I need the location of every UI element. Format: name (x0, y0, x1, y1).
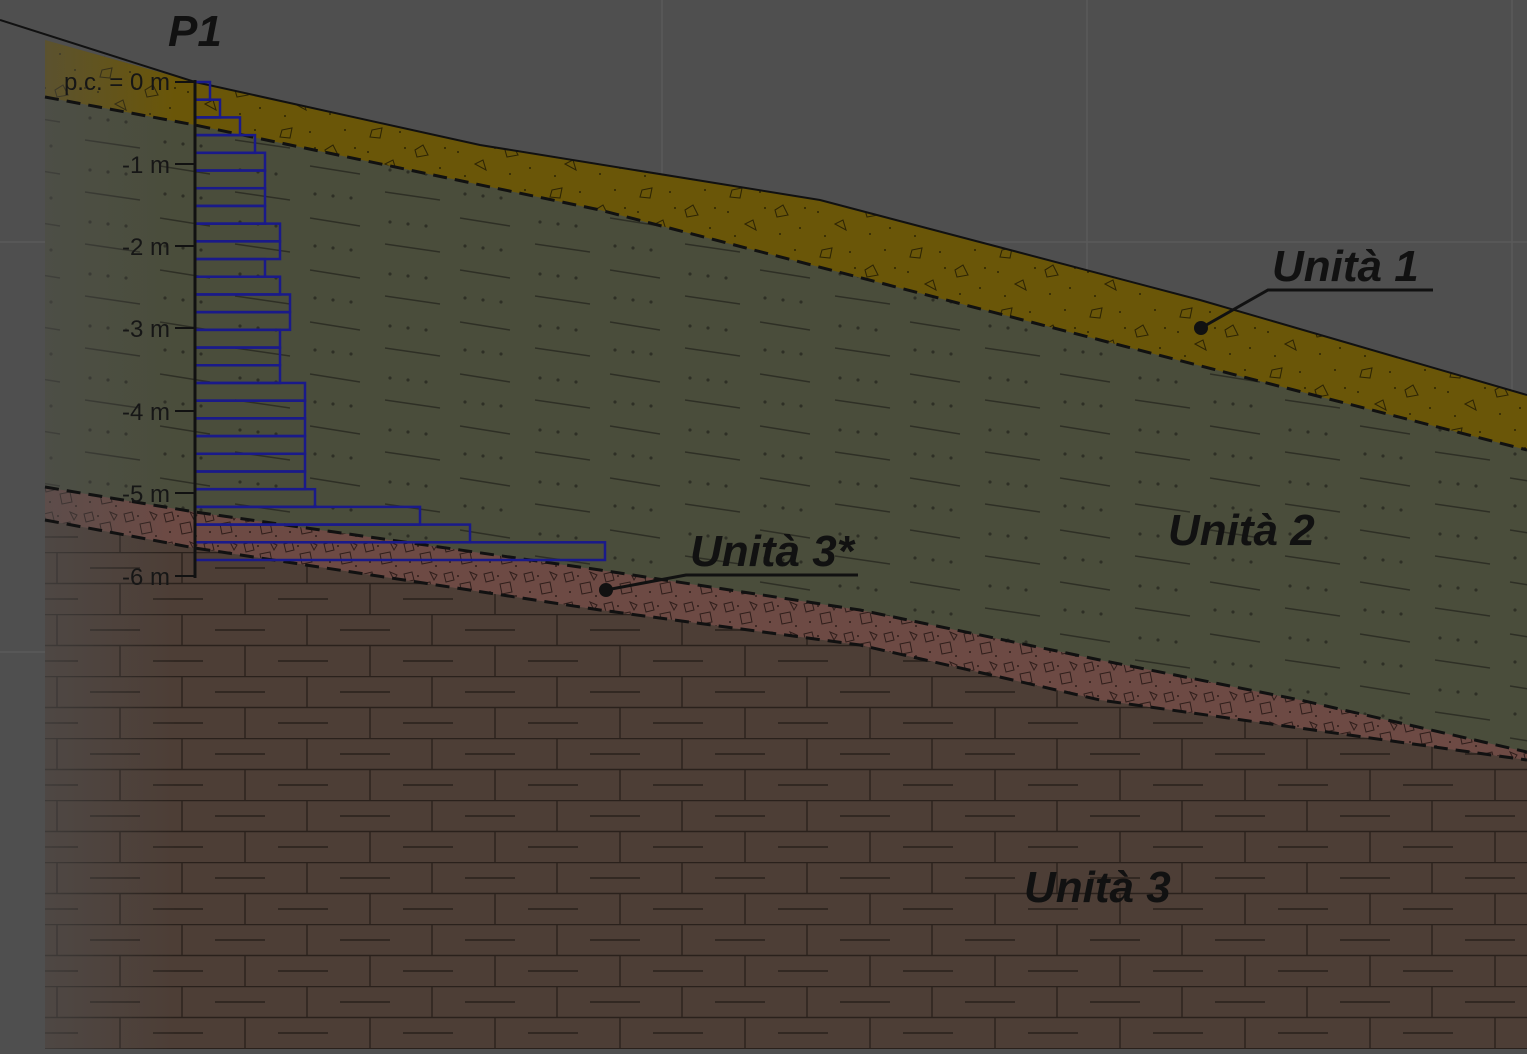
unit1-layer (45, 40, 1527, 450)
depth-label-3: -3 m (122, 316, 170, 343)
depth-label-6: -6 m (122, 564, 170, 591)
unit1-label: Unità 1 (1272, 242, 1419, 291)
depth-label-0: p.c. = 0 m (64, 69, 170, 96)
boundary-unit1-unit2 (44, 95, 1527, 452)
unit3-star-callout: Unità 3* (599, 527, 858, 597)
boundary-unit2-unit3-star (44, 485, 1527, 754)
depth-labels: p.c. = 0 m -1 m -2 m -3 m -4 m -5 m -6 m (64, 69, 170, 591)
unit1-callout: Unità 1 (1194, 242, 1433, 335)
boundary-unit3-star-unit3 (44, 518, 1527, 762)
depth-label-4: -4 m (122, 399, 170, 426)
depth-label-5: -5 m (122, 481, 170, 508)
unit2-label: Unità 2 (1168, 506, 1315, 555)
unit3-star-label: Unità 3* (690, 527, 856, 576)
unit2-layer (45, 97, 1527, 752)
unit2-texture (45, 97, 1527, 752)
depth-label-2: -2 m (122, 234, 170, 261)
unit3-star-texture (45, 487, 1527, 760)
borehole-name: P1 (168, 7, 222, 56)
unit3-star-layer (45, 487, 1527, 760)
depth-label-1: -1 m (122, 152, 170, 179)
unit3-label: Unità 3 (1024, 863, 1171, 912)
unit1-texture (45, 40, 1527, 450)
borehole-p1: P1 p.c. = 0 m -1 m -2 m -3 m -4 m -5 m -… (64, 7, 607, 591)
depth-ticks (175, 81, 195, 577)
unit-boundaries (44, 95, 1527, 762)
unit3-layer (45, 520, 1527, 1049)
unit3-bricks (45, 520, 1527, 1049)
unit-labels: Unità 1 Unità 3* Unità 2 Unità 3 (599, 242, 1433, 912)
ground-surface-line (0, 19, 1527, 396)
